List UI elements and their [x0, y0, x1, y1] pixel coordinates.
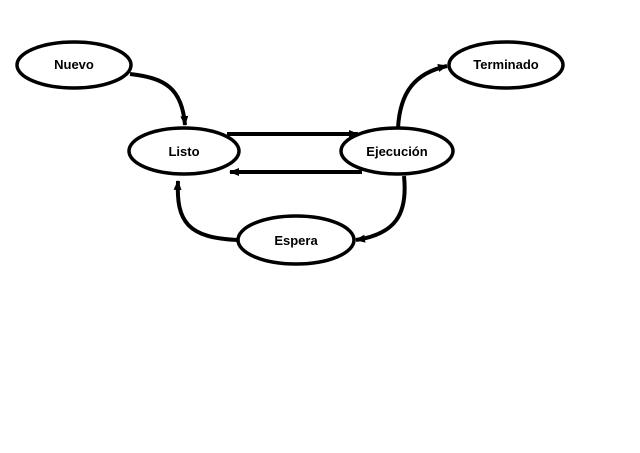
edge-ejecucion-to-espera — [355, 175, 407, 243]
edge-ejecucion-to-terminado — [396, 64, 448, 129]
node-ejecucion-label: Ejecución — [366, 144, 427, 159]
edge-nuevo-to-listo — [129, 72, 189, 126]
node-listo-label: Listo — [168, 144, 199, 159]
edge-espera-to-listo — [173, 180, 239, 242]
node-nuevo-label: Nuevo — [54, 57, 94, 72]
node-ejecucion: Ejecución — [339, 126, 455, 176]
node-nuevo: Nuevo — [15, 40, 133, 90]
node-terminado-label: Terminado — [473, 57, 539, 72]
node-listo: Listo — [127, 126, 241, 176]
node-terminado: Terminado — [447, 40, 565, 90]
node-espera: Espera — [236, 214, 356, 266]
node-espera-label: Espera — [274, 233, 318, 248]
